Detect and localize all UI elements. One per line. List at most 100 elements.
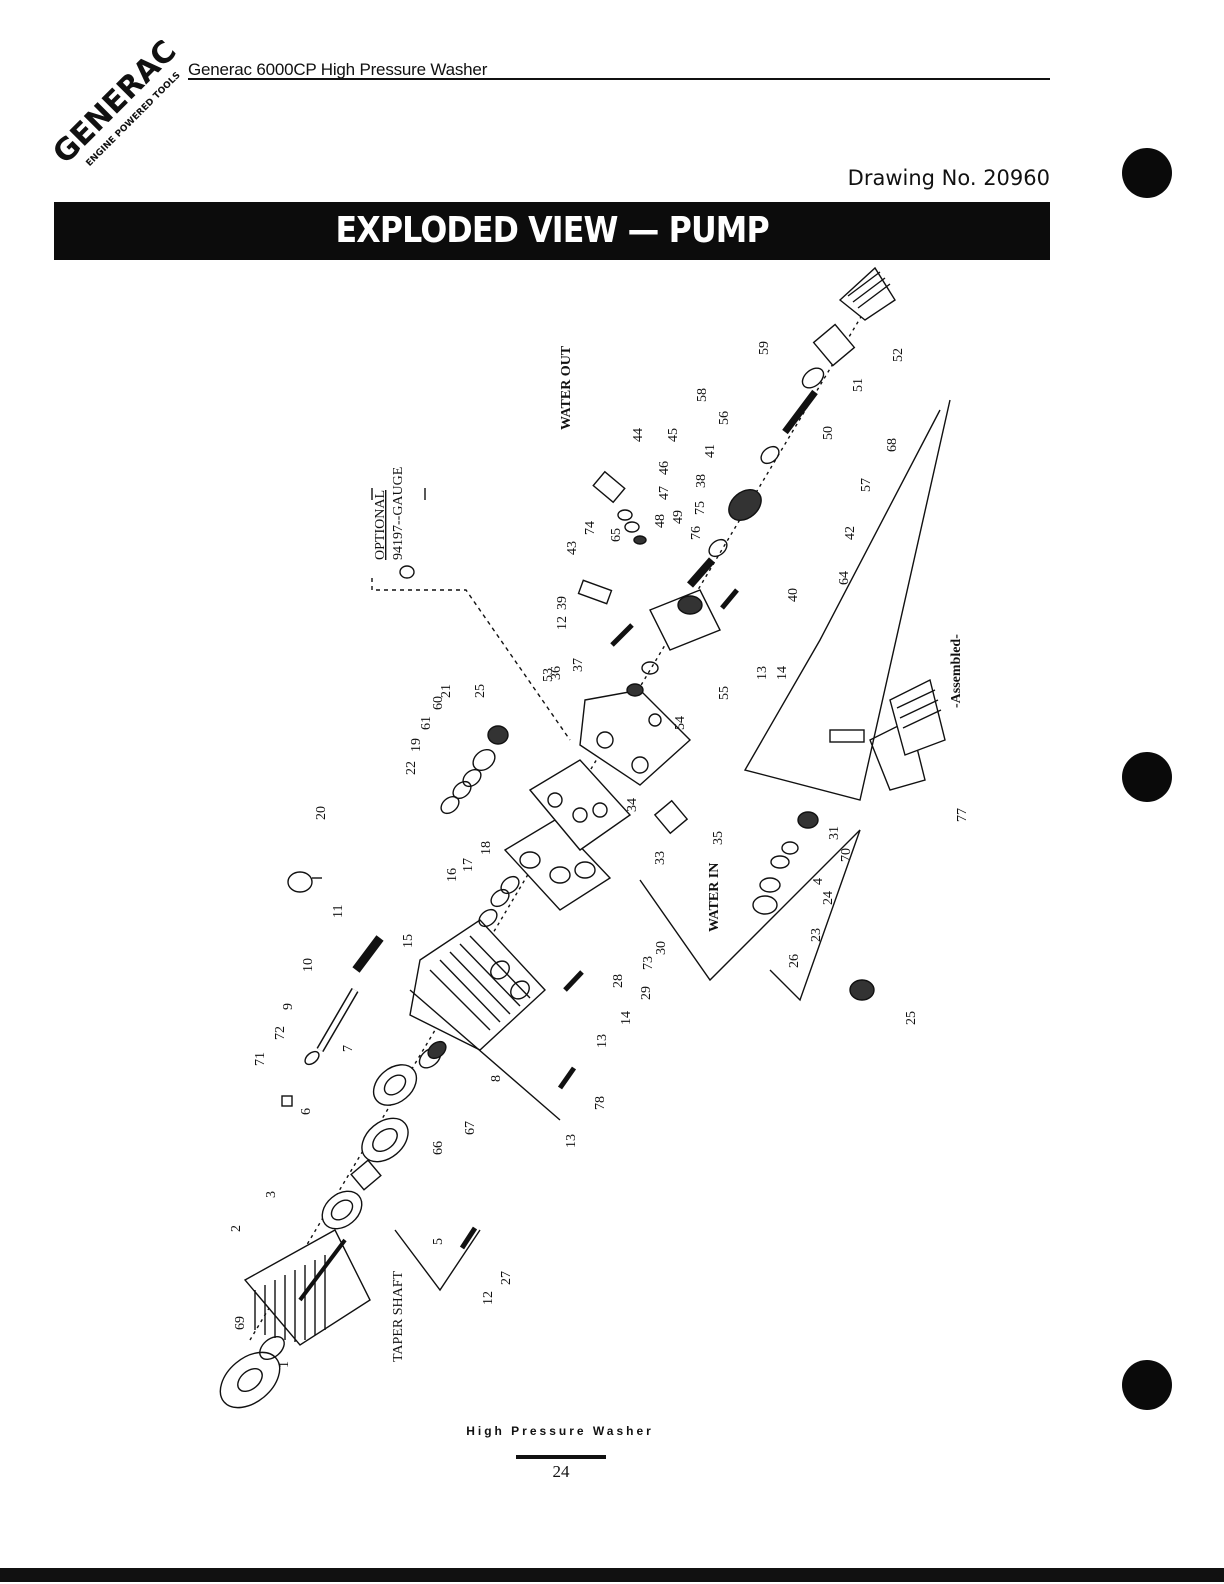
part-gasket [528, 759, 632, 851]
part-label-38: 38 [694, 474, 709, 488]
drawing-number: Drawing No. 20960 [847, 166, 1050, 190]
part-unloader-assembled [829, 678, 946, 791]
part-pump-head [409, 919, 546, 1051]
assembled-label: -Assembled- [949, 634, 964, 708]
part-label-69: 69 [233, 1316, 248, 1330]
part-bolt-27 [459, 1226, 478, 1250]
part-label-50: 50 [821, 426, 836, 440]
part-piston-assembly [281, 935, 384, 1107]
part-label-41: 41 [703, 444, 718, 458]
part-inlet-fitting [653, 799, 689, 835]
part-label-65: 65 [609, 528, 624, 542]
part-label-48: 48 [653, 514, 668, 528]
part-label-77: 77 [955, 808, 970, 822]
diagram-annotations: WATER OUT WATER IN TAPER SHAFT -Assemble… [373, 345, 964, 1362]
part-label-60: 60 [431, 696, 446, 710]
part-label-15: 15 [401, 934, 416, 948]
part-label-13c: 13 [564, 1134, 579, 1148]
valve-zigzag [769, 829, 861, 1002]
page-number: 24 [552, 1462, 570, 1481]
head-bolt-line [409, 989, 561, 1121]
part-end-cover [219, 1351, 281, 1409]
binder-hole-bottom [1122, 1360, 1172, 1410]
part-packing-16 [478, 908, 498, 928]
part-number-labels: 1 2 3 4 5 6 7 8 9 10 11 12 12 13 13 13 1… [229, 341, 970, 1368]
footer-caption: High Pressure Washer [466, 1424, 654, 1438]
part-label-13a: 13 [755, 666, 770, 680]
part-label-26: 26 [787, 954, 802, 968]
document-title: Generac 6000CP High Pressure Washer [188, 60, 488, 79]
gauge-label: 94197--GAUGE [391, 467, 406, 560]
generac-logo: GENERAC ENGINE POWERED TOOLS [30, 34, 183, 200]
part-label-4: 4 [811, 878, 826, 885]
part-thrust-bearing [372, 1064, 418, 1106]
part-label-52: 52 [891, 348, 906, 362]
part-label-66: 66 [431, 1141, 446, 1155]
part-outlet-fitting [592, 470, 647, 545]
part-adjusting-nut [812, 323, 856, 367]
part-bolt-78 [557, 1066, 577, 1090]
part-label-13b: 13 [595, 1034, 610, 1048]
part-manifold [579, 689, 692, 786]
part-unloader-body [649, 589, 721, 651]
part-bolt-upper [720, 588, 739, 610]
part-nut [427, 1040, 447, 1060]
part-label-1: 1 [277, 1361, 292, 1368]
part-label-33: 33 [653, 851, 668, 865]
part-label-30: 30 [654, 941, 669, 955]
part-oring-36 [641, 661, 659, 675]
part-label-71: 71 [253, 1052, 268, 1066]
part-label-23: 23 [809, 928, 824, 942]
part-label-8: 8 [489, 1075, 504, 1082]
part-optional-gauge [399, 565, 415, 579]
part-label-73: 73 [641, 956, 656, 970]
part-label-42: 42 [843, 526, 858, 540]
part-label-46: 46 [657, 461, 672, 475]
part-bolt-39 [610, 623, 634, 647]
part-label-21: 21 [439, 684, 454, 698]
part-label-22: 22 [404, 761, 419, 775]
part-valve-stack [440, 725, 509, 815]
part-packing-18 [500, 875, 520, 895]
section-banner: EXPLODED VIEW — PUMP [54, 202, 1050, 260]
part-label-47: 47 [657, 486, 672, 500]
part-label-49: 49 [671, 510, 686, 524]
part-label-78: 78 [593, 1096, 608, 1110]
part-label-64: 64 [837, 571, 852, 585]
part-label-19: 19 [409, 738, 424, 752]
part-label-31: 31 [827, 826, 842, 840]
part-unloader-spring [760, 389, 818, 465]
part-label-35: 35 [711, 831, 726, 845]
gauge-connector [371, 578, 571, 741]
part-label-9: 9 [281, 1003, 296, 1010]
part-label-59: 59 [757, 341, 772, 355]
part-manifold-plate [503, 819, 612, 911]
part-label-56: 56 [717, 411, 732, 425]
header-rule [188, 78, 1050, 80]
part-label-17: 17 [461, 858, 476, 872]
part-oil-cap [287, 871, 322, 893]
footer-rule [516, 1455, 606, 1459]
part-crankcase [243, 1229, 371, 1346]
part-label-61: 61 [419, 716, 434, 730]
part-label-3: 3 [264, 1191, 279, 1198]
part-label-14b: 14 [619, 1011, 634, 1025]
page-bottom-edge [0, 1568, 1224, 1582]
part-label-25b: 25 [904, 1011, 919, 1025]
part-label-75: 75 [693, 501, 708, 515]
part-label-12b: 12 [481, 1291, 496, 1305]
part-seal [259, 1335, 285, 1361]
part-label-70: 70 [839, 848, 854, 862]
optional-label: OPTIONAL [373, 490, 388, 560]
part-label-27: 27 [499, 1271, 514, 1285]
part-label-10: 10 [301, 958, 316, 972]
part-label-37: 37 [571, 658, 586, 672]
part-label-72: 72 [273, 1026, 288, 1040]
part-label-58: 58 [695, 388, 710, 402]
binder-hole-middle [1122, 752, 1172, 802]
part-label-53: 53 [541, 668, 556, 682]
inlet-zigzag [639, 829, 861, 982]
part-label-36: 36 [549, 666, 564, 680]
part-label-24: 24 [821, 891, 836, 905]
part-label-68: 68 [885, 438, 900, 452]
